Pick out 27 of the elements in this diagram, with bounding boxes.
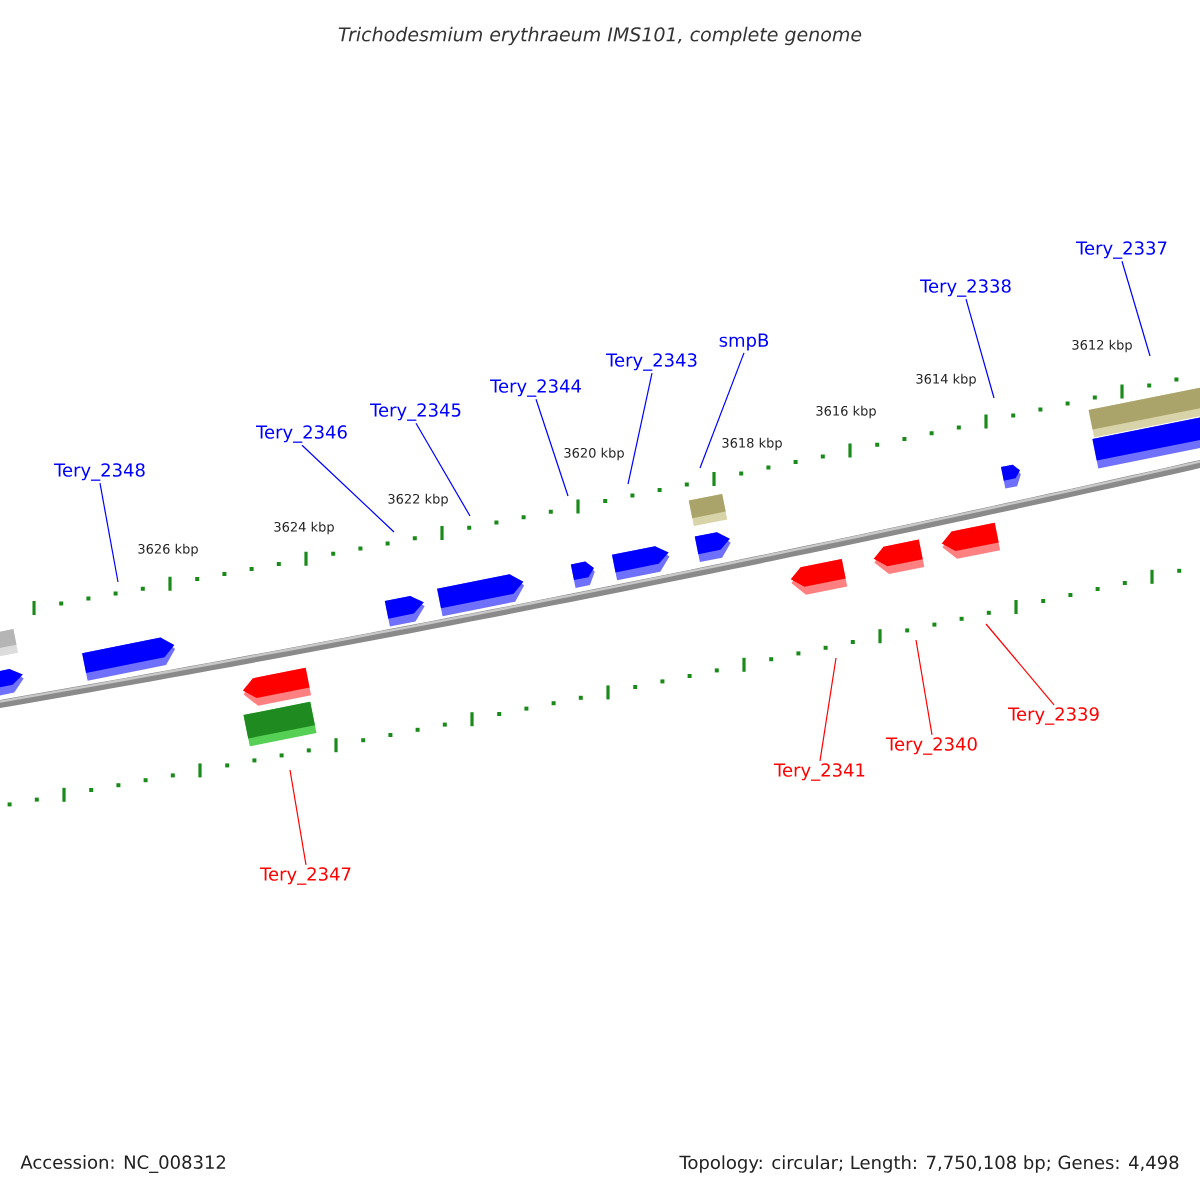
gene-label: smpB (719, 333, 769, 351)
gene-label: Tery_2344 (490, 379, 581, 397)
leader-line (535, 398, 569, 497)
leader-line (699, 352, 745, 469)
leader-line (965, 298, 995, 399)
gene-label: Tery_2345 (370, 403, 461, 421)
accession-text: Accession: NC_008312 (20, 1155, 226, 1173)
gene-label: Tery_2337 (1076, 241, 1167, 259)
gene-label: Tery_2338 (920, 279, 1011, 297)
leader-line (819, 657, 837, 762)
gene-label: Tery_2347 (260, 867, 351, 885)
leader-line (1121, 260, 1151, 357)
gene-label: Tery_2341 (774, 763, 865, 781)
topology-text: Topology: circular; Length: 7,750,108 bp; Genes: 4,498 (679, 1155, 1179, 1173)
leader-line (915, 639, 933, 736)
gene-label: Tery_2339 (1008, 707, 1099, 725)
leader-line (985, 623, 1055, 706)
leader-line (289, 769, 307, 866)
gene-label: Tery_2348 (54, 463, 145, 481)
leader-line (301, 444, 395, 533)
gene-label: Tery_2346 (256, 425, 347, 443)
gene-label: Tery_2343 (606, 353, 697, 371)
title: Trichodesmium erythraeum IMS101, complete genome (338, 26, 862, 46)
gene-label: Tery_2340 (886, 737, 977, 755)
leader-line (415, 422, 471, 517)
leader-line (99, 482, 119, 583)
leader-line (627, 372, 653, 485)
